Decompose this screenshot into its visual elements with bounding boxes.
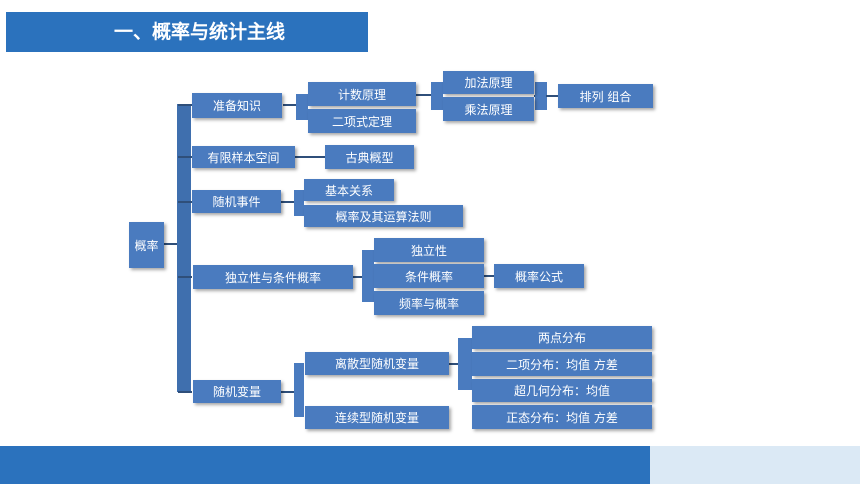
- node-random-event: 随机事件: [192, 190, 281, 213]
- bracket-line: [296, 94, 308, 120]
- connector: [178, 201, 192, 203]
- node-hypergeo: 超几何分布：均值: [472, 379, 652, 402]
- node-cond-prob: 条件概率: [374, 264, 484, 288]
- node-perm-comb: 排列 组合: [558, 84, 653, 108]
- node-prep: 准备知识: [192, 93, 282, 118]
- connector: [164, 243, 178, 245]
- node-discrete: 离散型随机变量: [305, 352, 449, 375]
- connector: [546, 95, 558, 97]
- node-classical: 古典概型: [325, 145, 414, 169]
- trunk-line: [177, 104, 191, 392]
- node-mult-rule: 乘法原理: [443, 97, 534, 121]
- node-add-rule: 加法原理: [443, 71, 534, 94]
- connector: [178, 104, 192, 106]
- connector: [295, 156, 325, 158]
- node-freq-prob: 频率与概率: [374, 291, 484, 315]
- connector: [283, 104, 297, 106]
- node-binomial: 二项式定理: [308, 109, 416, 133]
- node-binom-dist: 二项分布：均值 方差: [472, 352, 652, 376]
- bracket-line: [294, 363, 304, 417]
- page-title: 一、概率与统计主线: [6, 12, 368, 52]
- node-finite-space: 有限样本空间: [192, 146, 295, 168]
- connector: [353, 276, 363, 278]
- node-root: 概率: [129, 222, 164, 268]
- footer-bar-accent: [650, 446, 860, 484]
- connector: [178, 156, 192, 158]
- connector: [178, 276, 192, 278]
- node-random-var: 随机变量: [193, 380, 281, 403]
- node-continuous: 连续型随机变量: [305, 406, 449, 429]
- bracket-line: [458, 338, 472, 390]
- connector: [281, 201, 295, 203]
- node-independence: 独立性: [374, 238, 484, 262]
- node-prob-rules: 概率及其运算法则: [304, 205, 463, 227]
- connector: [484, 275, 494, 277]
- bracket-line: [362, 250, 374, 302]
- connector: [281, 391, 295, 393]
- node-prob-formula: 概率公式: [494, 264, 584, 288]
- node-counting: 计数原理: [308, 82, 416, 106]
- bracket-line: [431, 82, 443, 110]
- connector: [178, 391, 192, 393]
- node-two-point: 两点分布: [472, 326, 652, 349]
- bracket-line: [294, 190, 304, 216]
- node-basic-rel: 基本关系: [304, 179, 394, 201]
- connector: [416, 94, 432, 96]
- node-indep-cond: 独立性与条件概率: [193, 265, 353, 289]
- node-normal: 正态分布：均值 方差: [472, 405, 652, 429]
- footer-bar: [0, 446, 650, 484]
- bracket-line: [535, 82, 547, 110]
- connector: [449, 363, 459, 365]
